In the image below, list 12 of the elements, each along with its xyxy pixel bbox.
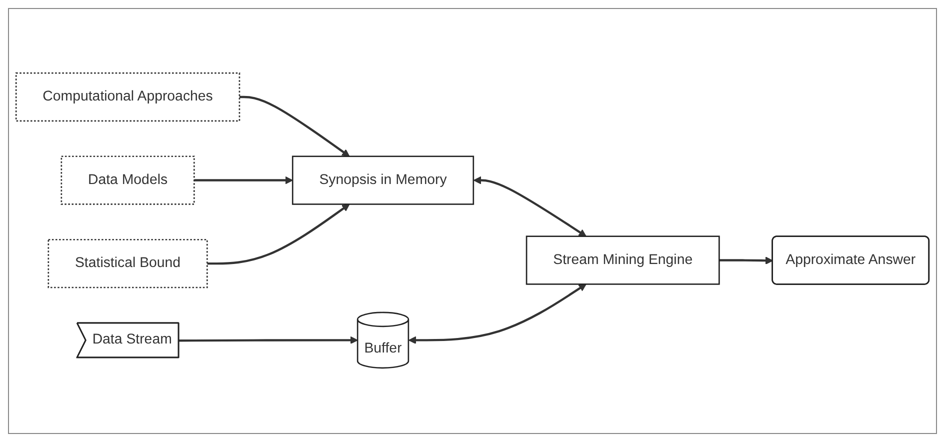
node-box: Computational Approaches xyxy=(15,72,240,122)
node-box: Synopsis in Memory xyxy=(292,156,474,206)
arrow xyxy=(719,257,774,265)
arrow xyxy=(408,284,586,345)
node-box: Statistical Bound xyxy=(48,239,208,289)
arrow xyxy=(473,176,586,238)
arrow xyxy=(178,336,358,345)
node-box: Data Models xyxy=(60,156,195,206)
node-box: Stream Mining Engine xyxy=(526,236,720,286)
arrow xyxy=(207,204,350,266)
arrow xyxy=(194,176,293,185)
arrow xyxy=(239,96,350,158)
